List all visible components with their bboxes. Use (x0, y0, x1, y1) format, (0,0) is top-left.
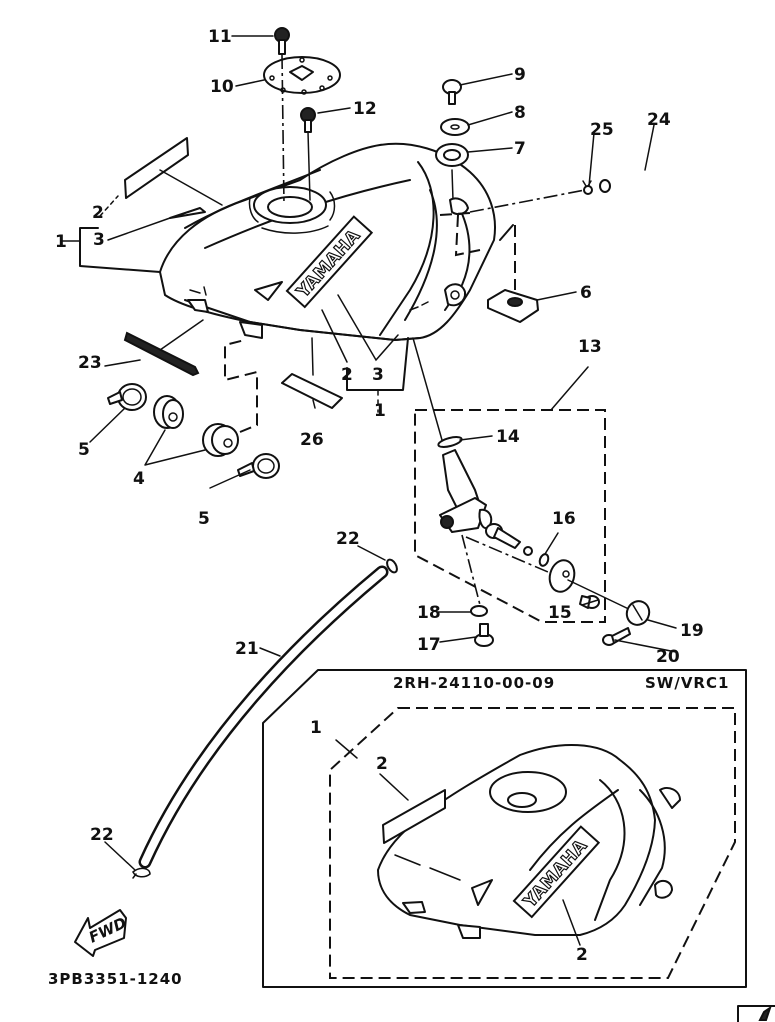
callout-13: 13 (578, 337, 602, 357)
clip-part-22a (386, 558, 398, 574)
callout-5-lower: 5 (198, 509, 210, 529)
filter-part (485, 523, 521, 549)
callout-9: 9 (514, 65, 526, 85)
callout-18: 18 (417, 603, 441, 623)
variant-callout-1: 1 (310, 718, 322, 738)
damper-part-4b (202, 423, 239, 457)
clamp-part-5a (107, 383, 147, 411)
damper-part-4a (153, 395, 184, 429)
callout-23: 23 (78, 353, 102, 373)
damper-strip-part-23 (123, 331, 200, 377)
callout-22-lower: 22 (90, 825, 114, 845)
callout-19: 19 (680, 621, 704, 641)
callout-16: 16 (552, 509, 576, 529)
callout-20: 20 (656, 647, 680, 667)
callout-2-lower: 2 (341, 365, 353, 385)
hose-part-21 (138, 565, 389, 869)
callout-6: 6 (580, 283, 592, 303)
fwd-arrow-icon: FWD (74, 909, 129, 957)
callout-26: 26 (300, 430, 324, 450)
damper-part-7 (435, 143, 469, 167)
bolt-part-9 (442, 79, 462, 105)
callout-1-upper: 1 (55, 232, 67, 252)
variant-callout-2a: 2 (376, 754, 388, 774)
page-corner-mark (737, 1005, 775, 1022)
fuel-tank-main (159, 142, 496, 341)
damper-part-6 (487, 289, 539, 323)
catalog-code: 3PB3351-1240 (48, 970, 183, 988)
lever-part-19 (625, 600, 651, 626)
collar-part-8 (440, 118, 470, 136)
callout-8: 8 (514, 103, 526, 123)
callout-25: 25 (590, 120, 614, 140)
callout-1-lower: 1 (374, 401, 386, 421)
callout-3-lower: 3 (372, 365, 384, 385)
stripe-part-3 (169, 207, 206, 219)
callout-15: 15 (548, 603, 572, 623)
decal-part-2 (124, 137, 189, 199)
breather-hose-part-24 (599, 167, 673, 253)
callout-3-upper: 3 (93, 230, 105, 250)
clip-part-25 (582, 180, 593, 195)
variant-color-code: SW/VRC1 (645, 674, 729, 692)
screw-part-11 (274, 27, 290, 55)
callout-2-upper: 2 (92, 203, 104, 223)
gasket-part-18 (470, 605, 488, 617)
bracket-1 (79, 227, 161, 273)
variant-callout-2b: 2 (576, 945, 588, 965)
callout-12: 12 (353, 99, 377, 119)
clip-part-22b (132, 867, 151, 879)
fuel-cock-group-boundary (414, 409, 606, 623)
leader-lines (89, 35, 677, 871)
clamp-part-5b (237, 453, 280, 479)
callout-22-upper: 22 (336, 529, 360, 549)
callout-21: 21 (235, 639, 259, 659)
variant-part-number: 2RH-24110-00-09 (393, 674, 555, 692)
callout-11: 11 (208, 27, 232, 47)
lever-plate (548, 559, 576, 593)
variant-box: YAMAHA 2RH-24110-00-09 SW/VRC1 1 2 2 (262, 669, 747, 988)
callout-5-upper: 5 (78, 440, 90, 460)
callout-4: 4 (133, 469, 145, 489)
callout-24: 24 (647, 110, 671, 130)
o-ring-part-14 (437, 436, 463, 448)
callout-10: 10 (210, 77, 234, 97)
callout-7: 7 (514, 139, 526, 159)
o-ring-part-16 (538, 553, 550, 567)
callout-17: 17 (417, 635, 441, 655)
fuel-cap-assembly (263, 56, 341, 95)
callout-14: 14 (496, 427, 520, 447)
pad-part-26 (281, 373, 343, 409)
screw-part-12 (300, 107, 316, 133)
callout-labels: 11 10 12 9 8 7 25 24 6 2 3 1 23 5 4 5 26… (55, 27, 704, 845)
fuel-cock-body (439, 449, 493, 533)
drain-screw-part-17 (474, 623, 494, 647)
